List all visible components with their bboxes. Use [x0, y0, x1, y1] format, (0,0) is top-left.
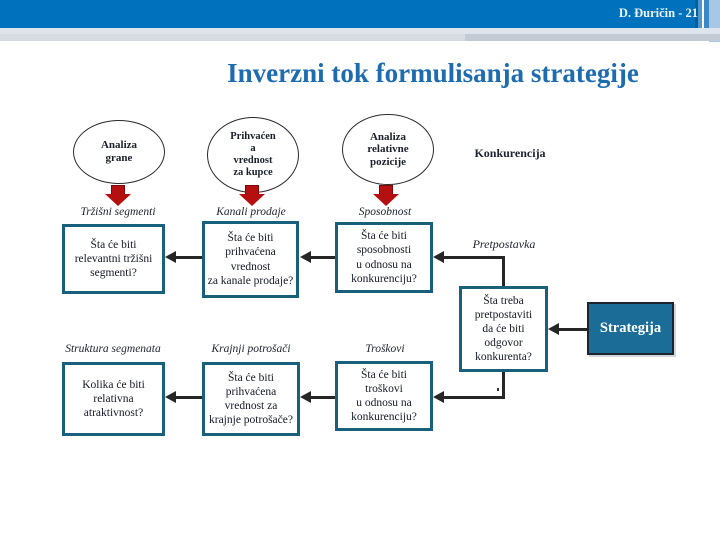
stage-label-market-segments: Tržišni segmenti	[80, 206, 156, 218]
ellipse-accepted-customer-value: Prihvaćen a vrednost za kupce	[207, 117, 299, 193]
stage-label-capability: Sposobnost	[358, 206, 412, 218]
question-box-channel-value: Šta će biti prihvaćena vrednost za kanal…	[202, 221, 299, 298]
stray-period	[497, 388, 499, 391]
header-stripe	[695, 0, 698, 28]
competition-label: Konkurencija	[474, 146, 546, 160]
ellipse-relative-position-analysis: Analiza relativne pozicije	[342, 114, 434, 185]
assumption-label: Pretpostavka	[472, 237, 536, 251]
question-box-segments: Šta će biti relevantni tržišni segmenti?	[62, 224, 165, 294]
stage-label-segment-structure: Struktura segmenata	[65, 343, 161, 355]
header-stripe	[704, 0, 709, 28]
header-band	[0, 28, 720, 34]
header-stripe	[709, 0, 720, 42]
question-box-attractiveness: Kolika će biti relativna atraktivnost?	[62, 362, 165, 436]
question-box-consumer-value: Šta će biti prihvaćena vrednost za krajn…	[202, 362, 300, 436]
question-box-competitor-response: Šta treba pretpostaviti da će biti odgov…	[459, 286, 548, 372]
header-stripe	[698, 0, 702, 28]
stage-label-costs: Troškovi	[365, 343, 405, 355]
header-band	[0, 34, 465, 41]
header-bar	[0, 0, 720, 28]
stage-label-end-consumers: Krajnji potrošači	[211, 343, 291, 355]
stage-label-sales-channels: Kanali prodaje	[216, 206, 286, 218]
question-box-capabilities: Šta će biti sposobnosti u odnosu na konk…	[335, 222, 433, 293]
strategy-box: Strategija	[587, 302, 674, 355]
header-band	[465, 34, 720, 41]
question-box-cost-position: Šta će biti troškovi u odnosu na konkure…	[335, 361, 433, 431]
header-stripe	[702, 0, 704, 28]
slide-title: Inverzni tok formulisanja strategije	[227, 58, 639, 88]
author-page-number: D. Đuričin - 21	[618, 6, 698, 20]
ellipse-industry-analysis: Analiza grane	[73, 120, 165, 184]
